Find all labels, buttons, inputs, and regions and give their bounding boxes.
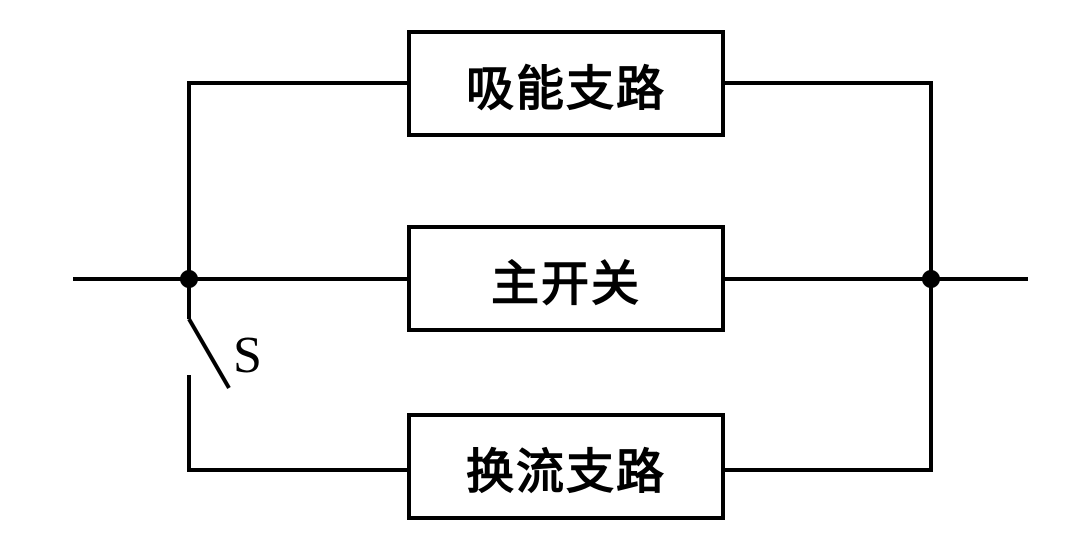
junction-dot-left: [180, 270, 198, 288]
switch-blade: [187, 317, 231, 390]
block-main-switch: 主开关: [407, 225, 725, 332]
block-energy-absorption-label: 吸能支路: [465, 62, 666, 116]
junction-dot-right: [922, 270, 940, 288]
block-commutation-label: 换流支路: [465, 445, 666, 499]
block-commutation-branch: 换流支路: [407, 413, 725, 520]
block-energy-absorption-branch: 吸能支路: [407, 30, 725, 137]
switch-s-label: S: [233, 327, 262, 384]
block-main-switch-label: 主开关: [490, 257, 641, 311]
wire-top-left: [187, 81, 409, 279]
